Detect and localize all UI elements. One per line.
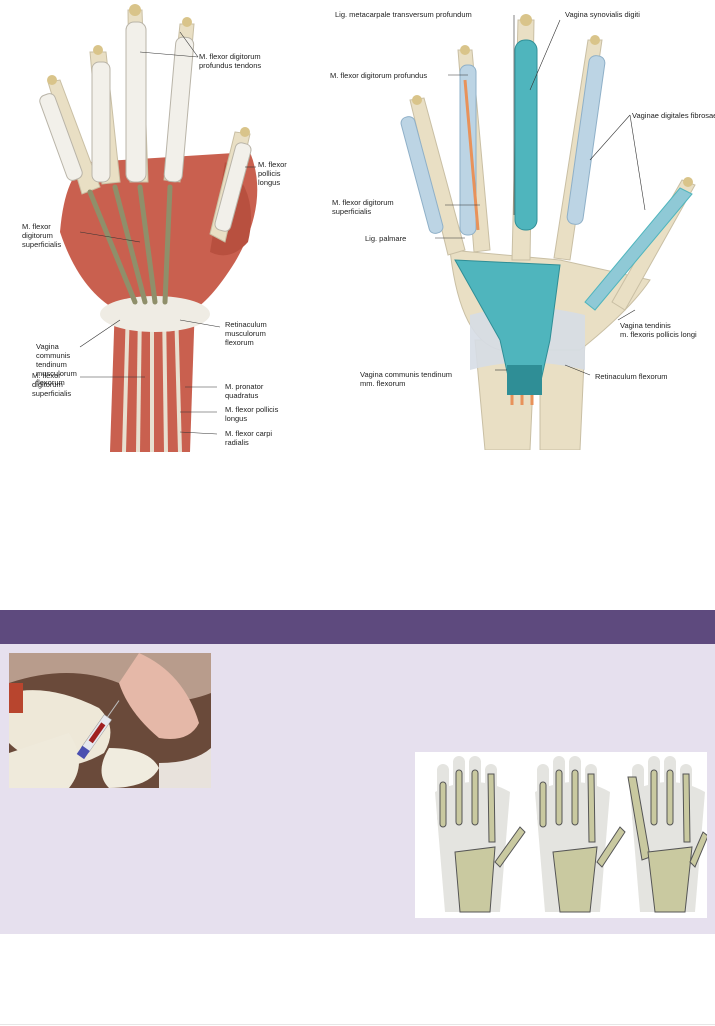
label-vaginae-fibrosae: Vaginae digitales fibrosae [632, 111, 715, 120]
gloved-hands-syringe-image [9, 653, 211, 788]
three-hand-diagrams [435, 756, 709, 913]
label-fds-right: M. flexor digitorum superficialis [332, 198, 394, 216]
label-fpl: M. flexor pollicis longus [258, 160, 287, 187]
label-fpl-lower: M. flexor pollicis longus [225, 405, 279, 423]
label-lig-metacarpale: Lig. metacarpale transversum profundum [335, 10, 472, 19]
label-fcr: M. flexor carpi radialis [225, 429, 273, 447]
label-fdp-tendons: M. flexor digitorum profundus tendons [199, 52, 262, 70]
label-fds-upper: M. flexor digitorum superficialis [22, 222, 62, 249]
tendon-sheath-variants-figure [415, 752, 709, 918]
label-retinaculum: Retinaculum musculorum flexorum [225, 320, 267, 347]
hand-variant-3 [627, 756, 709, 913]
right-hand-illustration [400, 14, 696, 450]
injection-photo [9, 653, 211, 788]
label-vagina-tendinis: Vagina tendinis m. flexoris pollicis lon… [620, 321, 697, 339]
footer-divider [0, 1024, 715, 1025]
hand-variant-2 [535, 756, 626, 913]
label-fds-lower: M. flexor digitorum superficialis [32, 371, 72, 398]
label-lig-palmare: Lig. palmare [365, 234, 407, 243]
left-anatomy-figure [20, 2, 310, 452]
hand-variant-1 [435, 756, 526, 913]
right-anatomy-figure [390, 10, 710, 450]
label-pronator: M. pronator quadratus [225, 382, 264, 400]
label-vagina-communis: Vagina communis tendinum musculorum flex… [36, 342, 77, 387]
left-hand-illustration [39, 4, 258, 452]
label-vagina-synovialis: Vagina synovialis digiti [565, 10, 640, 19]
label-fdp-right: M. flexor digitorum profundus [330, 71, 428, 80]
section-header-bar [0, 610, 715, 644]
label-retinaculum-flexorum: Retinaculum flexorum [595, 372, 668, 381]
label-vagina-communis-right: Vagina communis tendinum mm. flexorum [360, 370, 452, 388]
